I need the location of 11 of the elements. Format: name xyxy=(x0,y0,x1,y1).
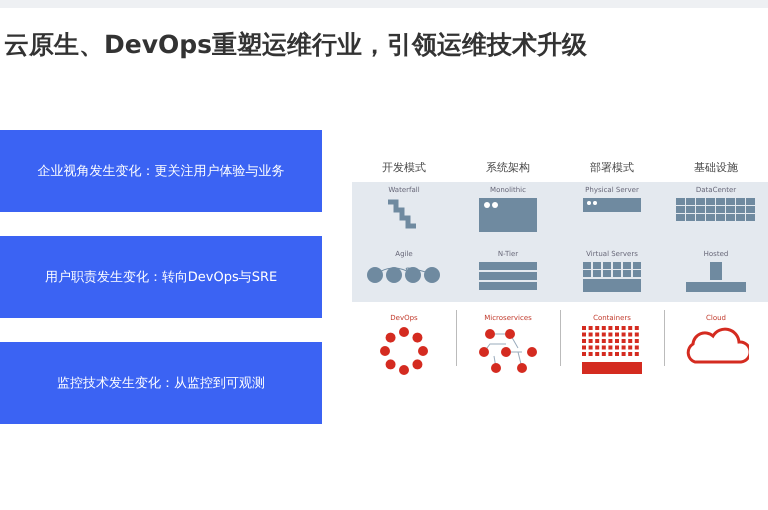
slide-title: 云原生、DevOps重塑运维行业，引领运维技术升级 xyxy=(4,29,588,61)
column-header: 开发模式 xyxy=(382,160,426,175)
column-header: 系统架构 xyxy=(486,160,530,175)
category-box xyxy=(0,236,322,318)
category-text: 企业视角发生变化：更关注用户体验与业务 xyxy=(38,163,284,180)
column-header: 部署模式 xyxy=(590,160,634,175)
category-text: 用户职责发生变化：转向DevOps与SRE xyxy=(44,269,278,286)
category-text: 监控技术发生变化：从监控到可观测 xyxy=(57,375,265,392)
column-header: 基础设施 xyxy=(694,160,738,175)
category-box xyxy=(0,130,322,212)
category-box xyxy=(0,342,322,424)
